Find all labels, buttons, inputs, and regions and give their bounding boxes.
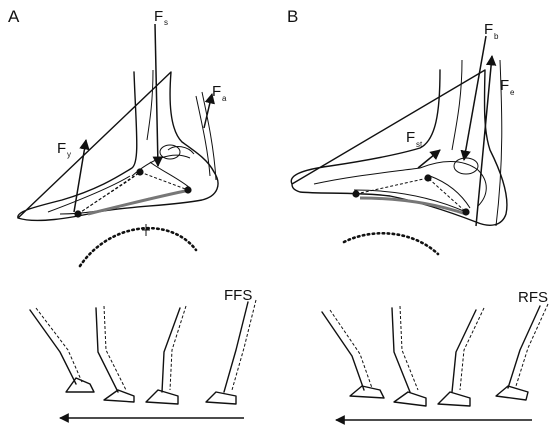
panel-a-foot-outline: [18, 72, 218, 220]
panel-a-leg-1: [30, 308, 94, 392]
panel-a-leg-3: [146, 306, 186, 404]
panel-a: A F s F a F y: [8, 7, 256, 418]
panel-a-joint-mid: [136, 168, 143, 175]
panel-b-strike-label: RFS: [518, 289, 548, 306]
panel-a-leg-4: [206, 300, 256, 404]
panel-a-force-s-sub: s: [164, 18, 168, 27]
panel-b-leg-2: [392, 306, 426, 406]
panel-a-letter: A: [8, 7, 20, 26]
panel-b-leg-3: [438, 308, 484, 406]
panel-b-joint-toe: [352, 190, 359, 197]
panel-b-gait-sequence: [322, 304, 548, 420]
panel-b-bones: [314, 162, 486, 213]
panel-b-tibia-line: [452, 60, 462, 150]
panel-b-arch-curve: [344, 233, 438, 254]
panel-b-foot-outline: [291, 70, 507, 225]
panel-b-leg-1: [322, 310, 384, 398]
panel-a-force-y-sub: y: [67, 150, 71, 159]
panel-b-joint-heel: [462, 208, 469, 215]
panel-a-strike-label: FFS: [224, 287, 252, 304]
panel-a-arch-marker: [142, 224, 150, 236]
panel-b-force-b-arrow: [464, 36, 486, 160]
panel-b: B F b F e F st: [287, 7, 548, 420]
panel-a-force-s-label: F: [154, 8, 163, 25]
panel-a-tibia-line: [147, 70, 153, 140]
panel-a-force-y-label: F: [57, 140, 66, 157]
panel-b-force-e-sub: e: [510, 88, 515, 97]
panel-a-force-s-arrow: [155, 24, 158, 166]
panel-b-joint-mid: [424, 174, 431, 181]
panel-a-plantar-band: [88, 190, 190, 214]
panel-a-talus: [160, 145, 180, 159]
panel-b-talus: [454, 158, 478, 174]
panel-b-force-st-sub: st: [416, 140, 423, 149]
panel-a-force-y-arrow: [74, 140, 86, 212]
panel-a-leg-2: [96, 306, 134, 402]
panel-b-force-st-label: F: [406, 129, 415, 146]
panel-b-force-e-label: F: [500, 77, 509, 94]
panel-a-arch-curve: [80, 228, 196, 266]
panel-b-force-b-label: F: [484, 21, 493, 38]
panel-a-force-a-label: F: [212, 83, 221, 100]
panel-b-force-b-sub: b: [494, 32, 499, 41]
panel-a-joint-toe: [74, 210, 81, 217]
panel-a-joint-heel: [184, 186, 191, 193]
panel-a-force-a-sub: a: [222, 94, 227, 103]
panel-b-letter: B: [287, 7, 298, 26]
panel-a-gait-sequence: [30, 300, 256, 418]
panel-b-leg-4: [496, 304, 548, 400]
